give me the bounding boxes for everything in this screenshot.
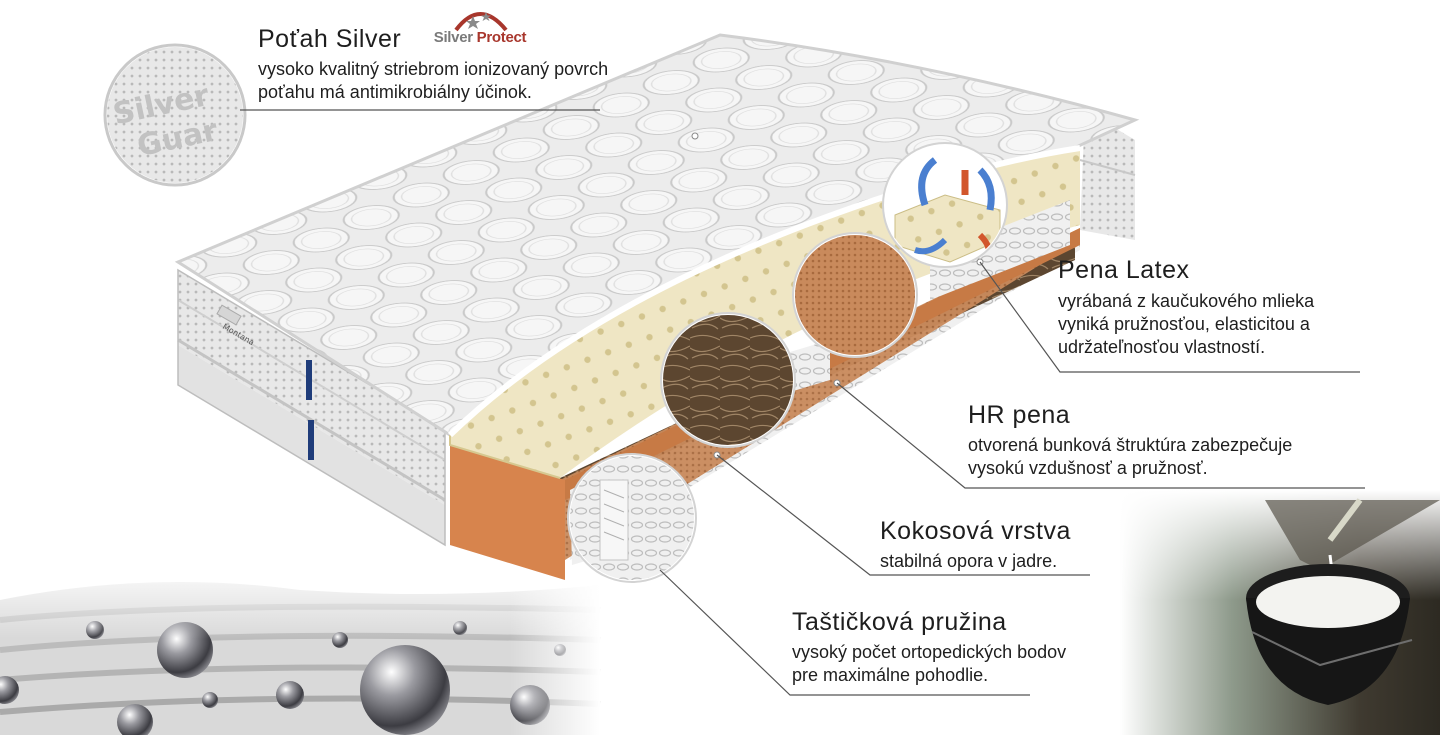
callout-latex-text: vyrábaná z kaučukového mlieka vyniká pru…: [1058, 290, 1314, 359]
callout-cover-line-2: poťahu má antimikrobiálny účinok.: [258, 82, 532, 102]
callout-hr-foam-line-2: vysokú vzdušnosť a pružnosť.: [968, 458, 1208, 478]
callout-pocket-spring-text: vysoký počet ortopedických bodov pre max…: [792, 641, 1066, 687]
rubber-tree-image: [1120, 490, 1440, 735]
hr-foam-magnifier: [792, 232, 918, 358]
callout-pocket-spring-line-2: pre maximálne pohodlie.: [792, 665, 989, 685]
logo-emblem-icon: [454, 12, 508, 32]
callout-hr-foam: HR pena otvorená bunková štruktúra zabez…: [968, 400, 1292, 480]
callout-hr-foam-line-1: otvorená bunková štruktúra zabezpečuje: [968, 435, 1293, 455]
latex-airflow-magnifier: [882, 142, 1008, 268]
callout-cover-heading: Poťah Silver: [258, 25, 402, 53]
callout-latex-line-2: vyniká pružnosťou, elasticitou a: [1058, 314, 1310, 334]
callout-pocket-spring-heading: Taštičková pružina: [792, 608, 1007, 636]
silver-protect-logo: Silver Protect: [428, 4, 532, 48]
silver-fabric-image: [0, 560, 601, 735]
callout-latex-line-1: vyrábaná z kaučukového mlieka: [1058, 291, 1315, 311]
mattress-top: [174, 33, 1140, 437]
logo-word-protect: Protect: [476, 29, 527, 46]
callout-hr-foam-text: otvorená bunková štruktúra zabezpečuje v…: [968, 434, 1292, 480]
callout-hr-foam-heading: HR pena: [968, 401, 1071, 429]
callout-pocket-spring: Taštičková pružina vysoký počet ortopedi…: [792, 607, 1066, 687]
logo-word-silver: Silver: [433, 29, 473, 46]
coconut-magnifier: [660, 312, 796, 448]
callout-latex-heading: Pena Latex: [1058, 256, 1190, 284]
callout-pocket-spring-line-1: vysoký počet ortopedických bodov: [792, 642, 1067, 662]
callout-cover-text: vysoko kvalitný striebrom ionizovaný pov…: [258, 58, 608, 104]
leader-lines: [240, 109, 1365, 696]
callout-latex-line-3: udržateľnosťou vlastností.: [1058, 337, 1266, 357]
pocket-spring-magnifier: [567, 453, 697, 583]
callout-cover-line-1: vysoko kvalitný striebrom ionizovaný pov…: [258, 59, 609, 79]
mattress-side: Montana: [177, 110, 1136, 547]
callout-latex: Pena Latex vyrábaná z kaučukového mlieka…: [1058, 255, 1314, 359]
silver-guard-magnifier: Silver Guar: [103, 43, 247, 187]
callout-coconut-heading: Kokosová vrstva: [880, 517, 1071, 545]
callout-cover: Poťah Silver vysoko kvalitný striebrom i…: [258, 24, 608, 104]
callout-coconut: Kokosová vrstva stabilná opora v jadre.: [880, 516, 1071, 573]
callout-coconut-line-1: stabilná opora v jadre.: [880, 551, 1058, 571]
callout-coconut-text: stabilná opora v jadre.: [880, 550, 1071, 573]
